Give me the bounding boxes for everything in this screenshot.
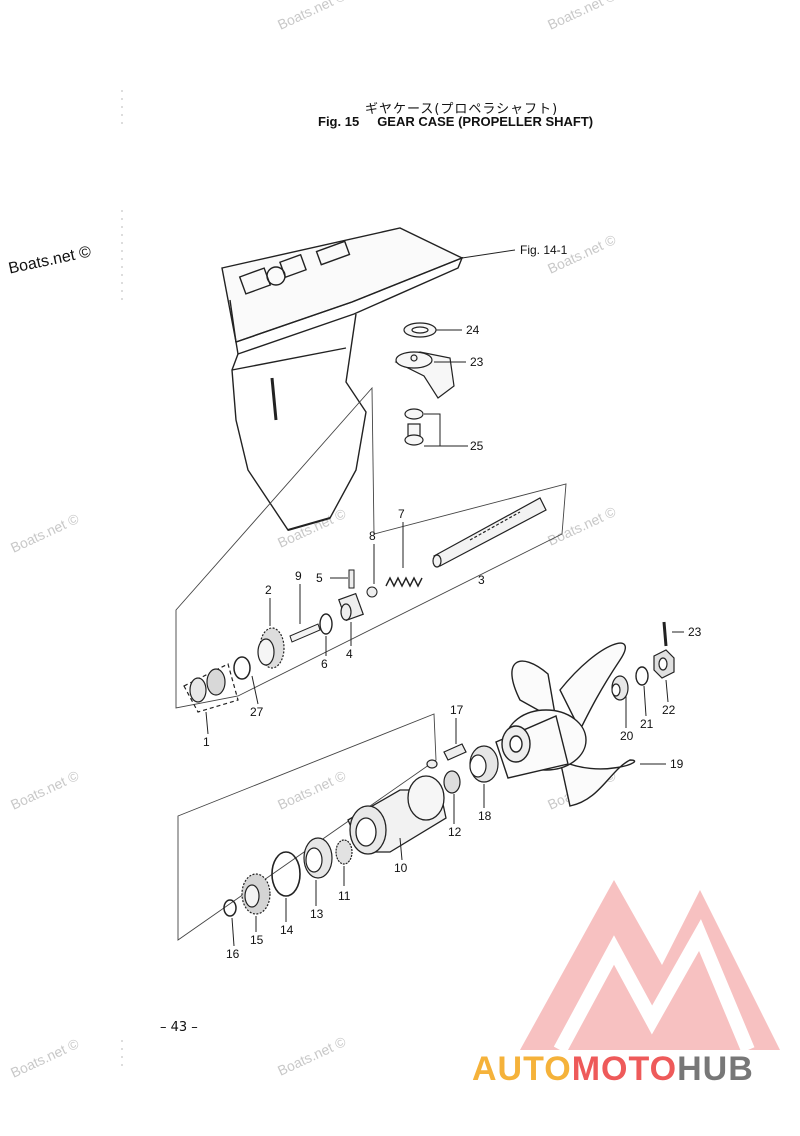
leader-line <box>665 679 669 703</box>
callout-21: 21 <box>640 717 654 731</box>
propeller-nut <box>653 649 675 679</box>
logo-part-hub: HUB <box>677 1050 754 1088</box>
callout-13: 13 <box>310 907 324 921</box>
ball <box>366 586 378 598</box>
o-ring <box>271 851 301 897</box>
logo-mark <box>520 880 780 1054</box>
callout-10: 10 <box>394 861 408 875</box>
callout-1: 1 <box>203 735 210 749</box>
callout-20: 20 <box>620 729 634 743</box>
small-shim <box>223 899 237 917</box>
bearing-housing <box>347 775 447 855</box>
callout-25: 24 <box>466 323 480 337</box>
leader-line <box>461 249 516 259</box>
figure-title-text: GEAR CASE (PROPELLER SHAFT) <box>377 114 594 129</box>
propeller <box>495 642 636 807</box>
automotohub-logo: AUTOMOTOHUB <box>472 1050 754 1089</box>
clip-ring <box>319 613 333 635</box>
callout-7: 7 <box>398 507 405 521</box>
clutch <box>338 592 364 622</box>
callout-4: 4 <box>346 647 353 661</box>
callout-6: 6 <box>321 657 328 671</box>
bolt <box>426 743 467 769</box>
callout-19: 19 <box>670 757 684 771</box>
callout-9: 9 <box>295 569 302 583</box>
anode-group <box>394 322 455 446</box>
callout-8: 8 <box>369 529 376 543</box>
callout-3: 3 <box>478 573 485 587</box>
callout-17: 17 <box>450 703 464 717</box>
callout-24: 23 <box>470 355 484 369</box>
title-japanese: ギヤケース(プロペラシャフト) <box>365 102 559 117</box>
callout-22: 22 <box>662 703 676 717</box>
figure-number: Fig. 15 <box>318 114 360 129</box>
callout-27: 27 <box>250 705 264 719</box>
leader-line <box>643 685 647 717</box>
figure-title: Fig. 15 GEAR CASE (PROPELLER SHAFT) <box>318 114 593 129</box>
cross-pin <box>289 623 321 643</box>
leader-line <box>424 413 441 447</box>
propeller-shaft <box>432 497 547 568</box>
shim <box>233 656 251 680</box>
thrust-bearing <box>303 837 333 879</box>
callout-12: 12 <box>448 825 462 839</box>
cotter-pin <box>662 621 668 647</box>
needle-bearing <box>335 839 353 865</box>
callout-15: 15 <box>250 933 264 947</box>
callout-2: 2 <box>265 583 272 597</box>
washer <box>635 666 649 686</box>
group-outline <box>175 386 567 709</box>
logo-part-auto: AUTO <box>472 1050 572 1088</box>
callout-5: 5 <box>316 571 323 585</box>
ball-bearing <box>469 745 499 783</box>
tapered-bearing <box>183 663 239 713</box>
spring <box>385 576 423 588</box>
leader-line <box>399 837 403 861</box>
callout-23: 23 <box>688 625 702 639</box>
oil-seal <box>443 770 461 794</box>
leader-line <box>205 711 209 735</box>
callout-14: 14 <box>280 923 294 937</box>
pin <box>348 569 355 589</box>
spacer <box>611 675 629 701</box>
logo-part-moto: MOTO <box>571 1050 678 1088</box>
forward-gear <box>257 627 285 669</box>
reference-label: Fig. 14-1 <box>520 243 568 257</box>
callout-26: 25 <box>470 439 484 453</box>
page-number: – 43 – <box>160 1020 198 1035</box>
leader-line <box>231 917 235 947</box>
callout-11: 11 <box>338 889 351 903</box>
callout-16: 16 <box>226 947 240 961</box>
leader-line <box>251 675 259 705</box>
callout-18: 18 <box>478 809 492 823</box>
group-outline <box>177 713 437 941</box>
gear-case-housing <box>221 227 464 531</box>
reverse-gear <box>241 873 271 915</box>
